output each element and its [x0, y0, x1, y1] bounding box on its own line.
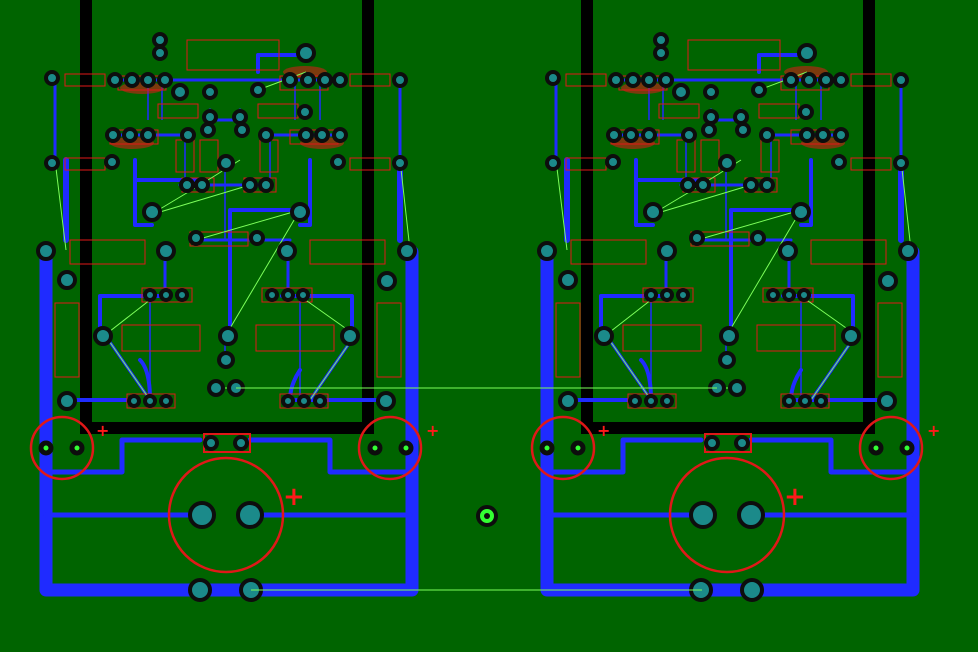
polarity-mark-left-big: + [283, 482, 305, 512]
fiducial-mark [476, 505, 498, 527]
polarity-mark-right-small-2: + [927, 421, 940, 440]
polarity-marks: + + + + + + [96, 421, 940, 512]
polarity-mark-left-small-2: + [426, 421, 439, 440]
polarity-mark-left-small-1: + [96, 421, 109, 440]
polarity-mark-right-small-1: + [597, 421, 610, 440]
inter-channel-air-wires [236, 387, 717, 591]
polarity-mark-right-big: + [784, 482, 806, 512]
